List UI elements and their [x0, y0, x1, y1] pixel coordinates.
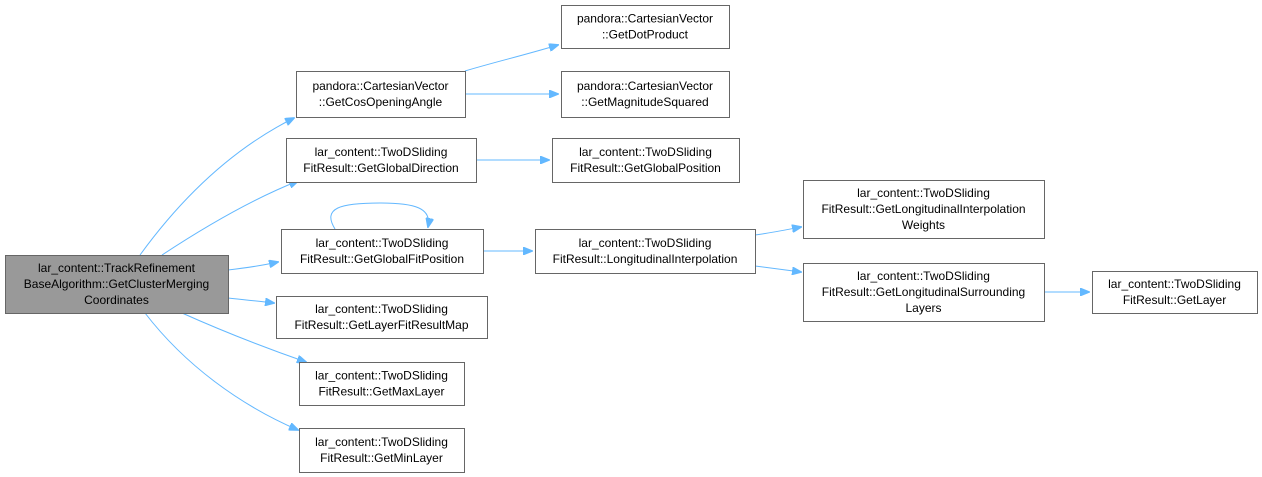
node-label-line: lar_content::TwoDSliding — [857, 186, 990, 200]
edge-linterp-to-lsurr — [754, 265, 801, 272]
node-label-line: FitResult::GetGlobalPosition — [570, 161, 721, 175]
node-label-line: lar_content::TwoDSliding — [316, 236, 449, 250]
edge-root-to-gdir — [161, 181, 298, 256]
node-label-line: Coordinates — [84, 293, 149, 307]
node-maxl[interactable]: lar_content::TwoDSlidingFitResult::GetMa… — [299, 362, 465, 406]
node-label-line: FitResult::GetGlobalFitPosition — [300, 252, 464, 266]
edge-root-to-lfrmap — [227, 297, 274, 303]
node-label-line: FitResult::GetMaxLayer — [318, 385, 444, 399]
node-root[interactable]: lar_content::TrackRefinementBaseAlgorith… — [5, 255, 229, 314]
edge-root-to-maxl — [181, 312, 306, 362]
edge-root-to-minl — [144, 312, 298, 430]
node-lsurr[interactable]: lar_content::TwoDSlidingFitResult::GetLo… — [803, 263, 1045, 322]
edge-linterp-to-lweights — [754, 227, 801, 236]
node-label-line: BaseAlgorithm::GetClusterMerging — [24, 277, 209, 291]
node-label-line: ::GetMagnitudeSquared — [581, 95, 708, 109]
node-label-line: lar_content::TwoDSliding — [579, 236, 712, 250]
node-lweights[interactable]: lar_content::TwoDSlidingFitResult::GetLo… — [803, 180, 1045, 239]
node-label-line: lar_content::TwoDSliding — [1108, 277, 1241, 291]
node-label-line: pandora::CartesianVector — [312, 79, 448, 93]
edge-root-to-gfitpos — [227, 262, 278, 271]
node-label-line: lar_content::TwoDSliding — [579, 145, 712, 159]
node-box — [803, 263, 1045, 322]
edge-root-to-cosopen — [139, 118, 294, 256]
node-label-line: lar_content::TwoDSliding — [315, 369, 448, 383]
node-dot[interactable]: pandora::CartesianVector::GetDotProduct — [561, 5, 730, 49]
node-label-line: FitResult::GetLongitudinalSurrounding — [822, 285, 1025, 299]
node-label-line: FitResult::GetLongitudinalInterpolation — [821, 202, 1025, 216]
edge-gfitpos-to-gfitpos — [330, 202, 429, 230]
edge-cosopen-to-dot — [464, 45, 558, 72]
edges — [139, 45, 1089, 430]
node-cosopen[interactable]: pandora::CartesianVector::GetCosOpeningA… — [296, 71, 466, 118]
node-gdir[interactable]: lar_content::TwoDSlidingFitResult::GetGl… — [286, 138, 477, 183]
node-label-line: Layers — [905, 301, 941, 315]
node-box — [276, 296, 488, 339]
node-label-line: pandora::CartesianVector — [577, 79, 713, 93]
node-box — [5, 255, 229, 314]
node-box — [286, 138, 477, 183]
nodes: lar_content::TrackRefinementBaseAlgorith… — [5, 5, 1258, 473]
node-box — [561, 71, 730, 118]
node-box — [803, 180, 1045, 239]
node-label-line: FitResult::GetLayer — [1123, 293, 1226, 307]
node-linterp[interactable]: lar_content::TwoDSlidingFitResult::Longi… — [535, 229, 756, 274]
node-box — [299, 362, 465, 406]
node-glayer[interactable]: lar_content::TwoDSlidingFitResult::GetLa… — [1092, 271, 1258, 314]
node-label-line: Weights — [902, 218, 945, 232]
node-magsq[interactable]: pandora::CartesianVector::GetMagnitudeSq… — [561, 71, 730, 118]
node-label-line: lar_content::TrackRefinement — [38, 261, 196, 275]
node-box — [296, 71, 466, 118]
node-label-line: lar_content::TwoDSliding — [857, 269, 990, 283]
node-label-line: ::GetDotProduct — [602, 28, 689, 42]
node-label-line: lar_content::TwoDSliding — [315, 302, 448, 316]
node-box — [299, 428, 465, 473]
node-box — [552, 138, 740, 183]
node-gfitpos[interactable]: lar_content::TwoDSlidingFitResult::GetGl… — [281, 229, 484, 274]
node-label-line: lar_content::TwoDSliding — [315, 435, 448, 449]
node-box — [535, 229, 756, 274]
node-lfrmap[interactable]: lar_content::TwoDSlidingFitResult::GetLa… — [276, 296, 488, 339]
node-minl[interactable]: lar_content::TwoDSlidingFitResult::GetMi… — [299, 428, 465, 473]
node-box — [281, 229, 484, 274]
node-label-line: lar_content::TwoDSliding — [315, 145, 448, 159]
node-label-line: FitResult::GetMinLayer — [320, 451, 443, 465]
node-label-line: FitResult::LongitudinalInterpolation — [553, 252, 738, 266]
node-label-line: ::GetCosOpeningAngle — [319, 95, 443, 109]
node-box — [1092, 271, 1258, 314]
node-gpos[interactable]: lar_content::TwoDSlidingFitResult::GetGl… — [552, 138, 740, 183]
node-label-line: FitResult::GetLayerFitResultMap — [294, 318, 468, 332]
node-box — [561, 5, 730, 49]
node-label-line: pandora::CartesianVector — [577, 12, 713, 26]
node-label-line: FitResult::GetGlobalDirection — [303, 161, 458, 175]
